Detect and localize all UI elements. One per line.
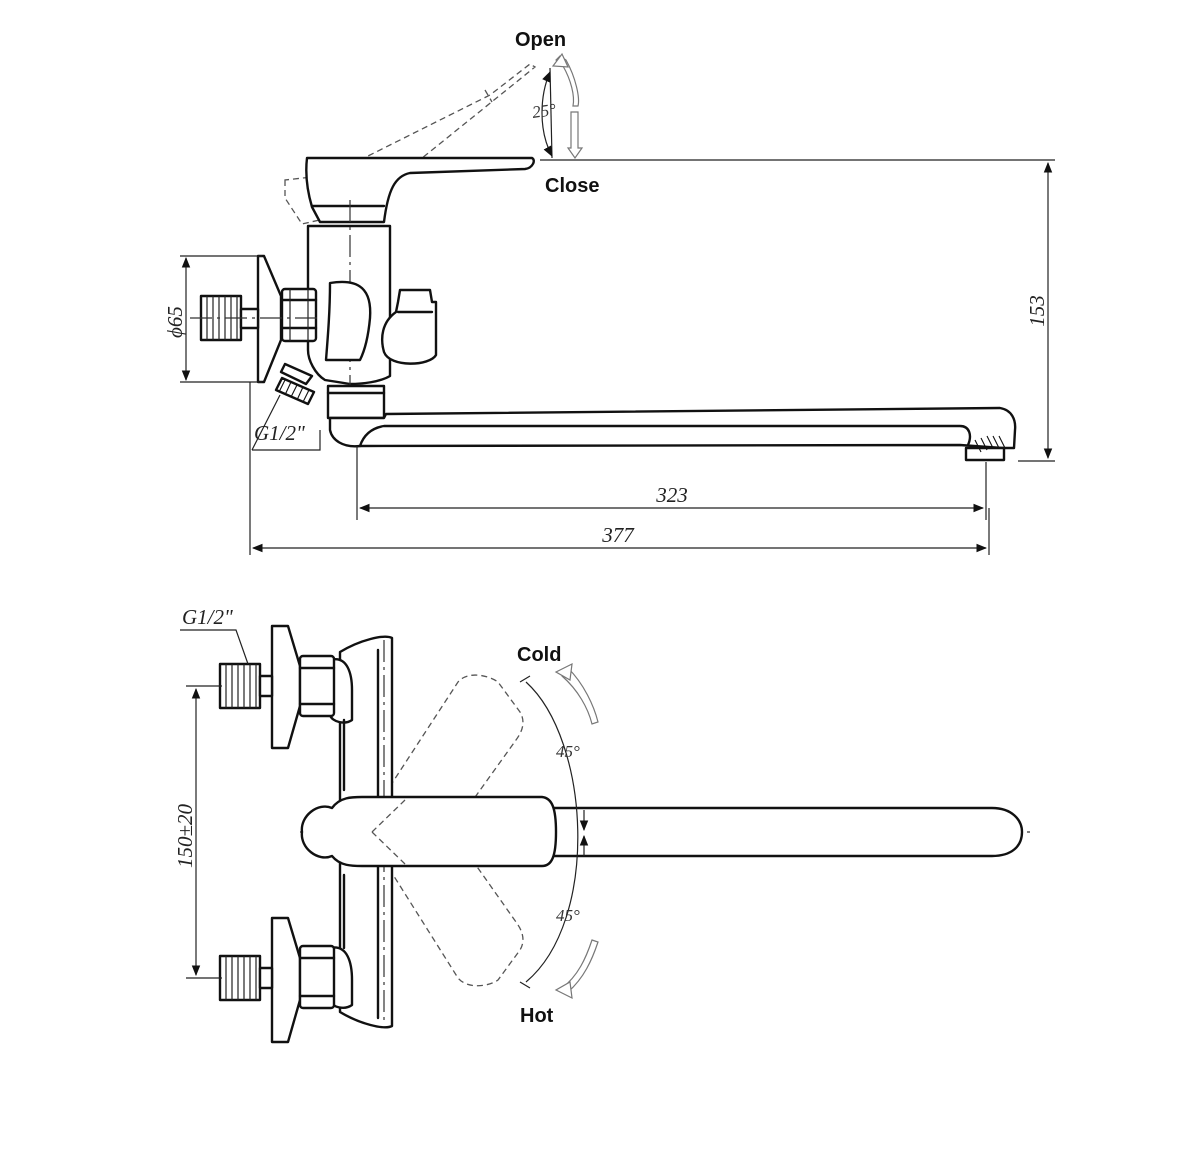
diverter-knob: [381, 288, 438, 365]
dim-diameter-label: ϕ65: [163, 306, 187, 338]
label-open: Open: [515, 29, 566, 51]
dim-centers-label: 150±20: [173, 803, 197, 868]
eccentric-thread: [274, 362, 316, 406]
dim-spout-reach-label: 323: [655, 483, 688, 507]
label-close: Close: [545, 175, 599, 197]
dim-overall-length-label: 377: [601, 523, 635, 547]
angle-cold-label: 45°: [556, 742, 580, 761]
top-view: 45° 45° Cold Hot 150±20 G1/2": [173, 605, 1035, 1044]
thread-leader-top: [180, 629, 249, 665]
inlet-lower: [218, 916, 336, 1044]
cold-arrow: [554, 662, 599, 725]
body-knob: [324, 280, 372, 362]
side-view: ϕ65 153 323 377 G1/2" 25° Open Close: [163, 29, 1055, 555]
lever-open-position-outline: [284, 63, 537, 225]
angle-lever-label: 25°: [531, 100, 557, 122]
angle-hot-label: 45°: [556, 906, 580, 925]
aerator: [964, 446, 1006, 462]
wall-flange: [256, 254, 283, 384]
label-hot: Hot: [520, 1005, 554, 1027]
hot-arrow: [554, 939, 599, 1000]
dim-height-label: 153: [1025, 295, 1049, 327]
lever-handle: [305, 156, 535, 224]
spout-collar: [326, 384, 386, 420]
dim-thread-top-label: G1/2": [182, 605, 233, 629]
thread-leader-side: [251, 394, 321, 451]
inlet-upper: [218, 624, 336, 750]
handle-cold-position-outline: [367, 674, 524, 861]
handle-top: [300, 795, 558, 868]
label-cold: Cold: [517, 644, 561, 666]
spout: [328, 406, 1017, 450]
spout-top: [538, 806, 1024, 858]
open-close-arrows: [551, 52, 584, 160]
handle-hot-position-outline: [367, 799, 524, 987]
hex-nut: [280, 287, 318, 343]
swing-arc: [525, 681, 579, 983]
dim-thread-side-label: G1/2": [254, 421, 305, 445]
